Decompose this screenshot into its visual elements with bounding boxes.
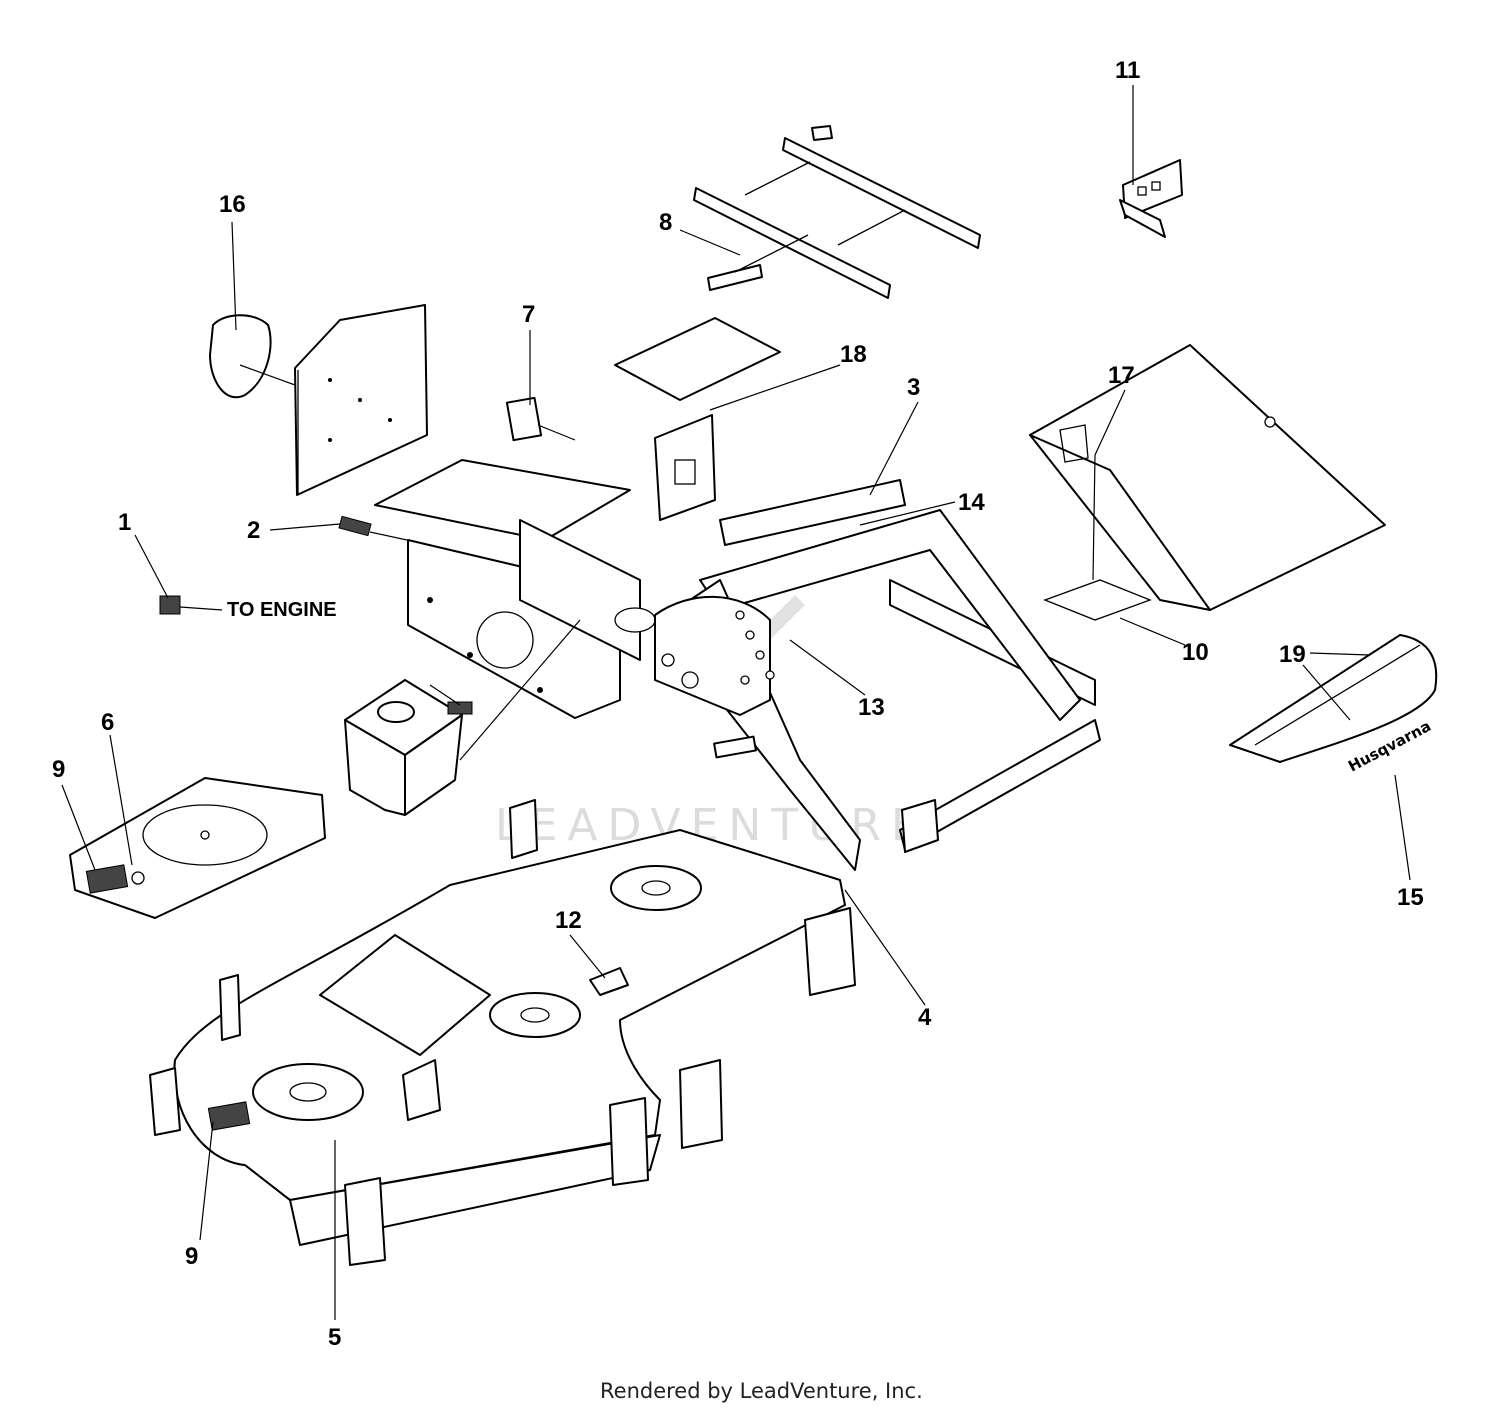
callout-15: 15: [1397, 884, 1424, 911]
part-4-mower-deck: [149, 799, 856, 1266]
fuel-tank: [344, 679, 473, 816]
callout-5: 5: [328, 1324, 341, 1351]
leader-lines: [61, 85, 1411, 1320]
callout-13: 13: [858, 694, 885, 721]
callout-8: 8: [659, 209, 672, 236]
callout-18: 18: [840, 341, 867, 368]
callout-6: 6: [101, 709, 114, 736]
callout-9-top: 9: [52, 756, 65, 783]
callout-3: 3: [907, 374, 920, 401]
part-16-panel: [209, 304, 428, 496]
callout-10: 10: [1182, 639, 1209, 666]
callout-4: 4: [918, 1004, 932, 1031]
part-2-decal: [338, 515, 372, 537]
part-6-deck-shield: [69, 777, 326, 919]
callout-12: 12: [555, 907, 582, 934]
callouts: 1 2 3 4 5 6 7 8 9 9 10 11 12 13 14 15 16…: [52, 57, 1424, 1351]
callout-1: 1: [118, 509, 131, 536]
callout-16: 16: [219, 191, 246, 218]
part-11-bracket: [1119, 159, 1183, 238]
main-frame: [374, 317, 1101, 871]
callout-19: 19: [1279, 641, 1306, 668]
callout-7: 7: [522, 301, 535, 328]
part-1-decal: [159, 595, 181, 615]
callout-14: 14: [958, 489, 985, 516]
callout-17: 17: [1108, 362, 1135, 389]
callout-11: 11: [1115, 57, 1140, 84]
part-7-decal: [505, 396, 543, 442]
callout-2: 2: [247, 517, 260, 544]
callout-9-bottom: 9: [185, 1243, 198, 1270]
footer-credit: Rendered by LeadVenture, Inc.: [600, 1379, 923, 1403]
to-engine-note: TO ENGINE: [227, 599, 337, 621]
part-17-fender: [1029, 344, 1386, 621]
part-19-shield: Husqvarna: [1229, 634, 1438, 776]
part-8-bracket: [693, 125, 981, 299]
